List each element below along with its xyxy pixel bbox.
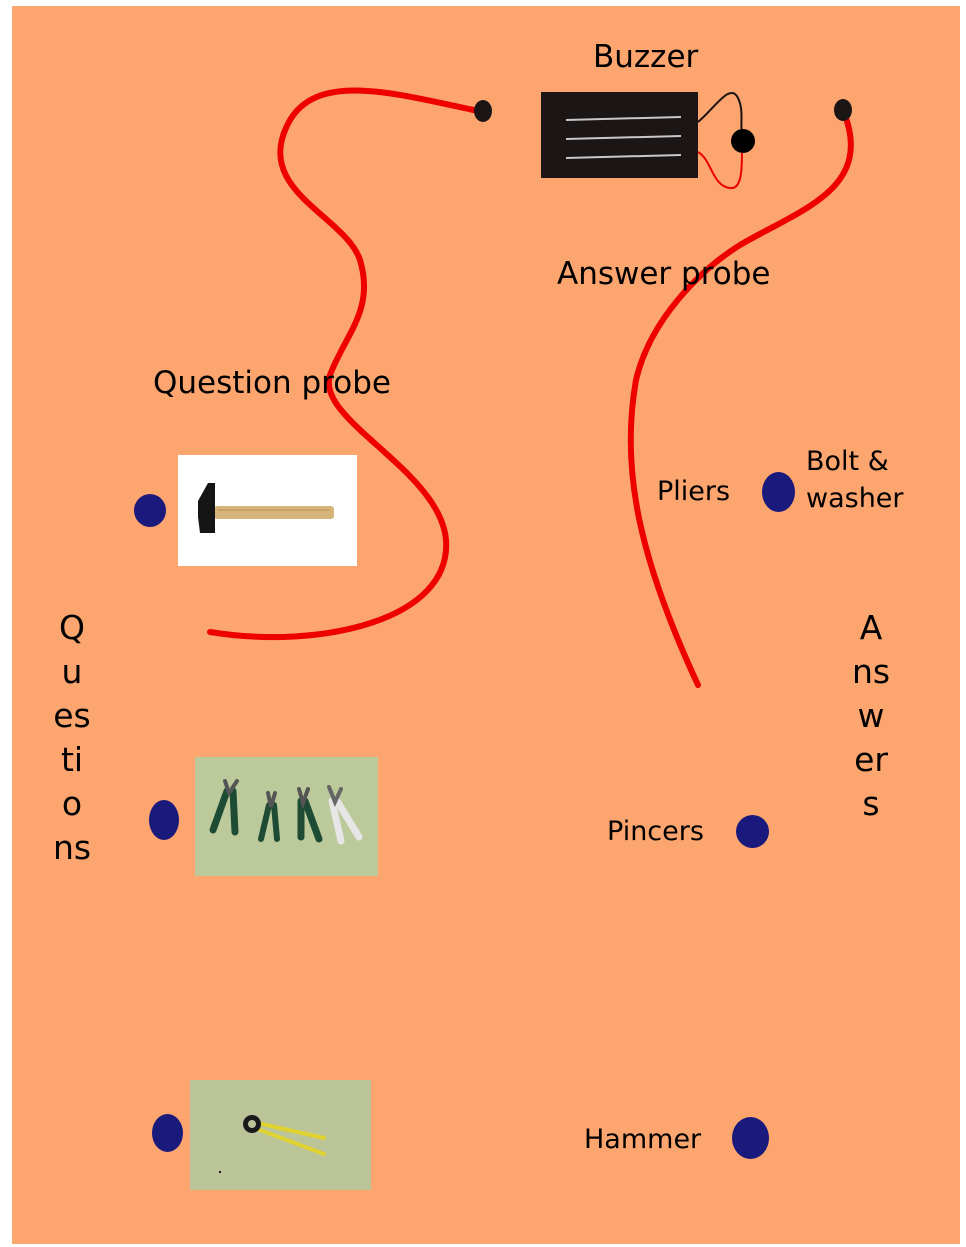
answer-contact-bolt-washer[interactable] — [762, 472, 795, 512]
buzzer-label: Buzzer — [593, 39, 699, 75]
answer-label-bolt-washer-line2: washer — [806, 483, 904, 514]
buzzer-body — [541, 92, 698, 178]
answer-probe-label: Answer probe — [557, 256, 771, 292]
answer-label-pliers: Pliers — [657, 476, 731, 507]
buzzer-black-lead — [697, 91, 743, 133]
pincers-picture — [190, 1080, 371, 1190]
answer-probe-terminal — [834, 99, 852, 121]
buzzer-red-lead — [697, 149, 743, 190]
question-contact-pliers[interactable] — [149, 800, 179, 840]
buzzer-grille-line — [565, 116, 682, 121]
answer-label-hammer: Hammer — [584, 1124, 702, 1155]
answer-label-bolt-washer-line1: Bolt & — [806, 446, 889, 477]
answer-probe-wire — [627, 115, 854, 688]
question-contact-pincers[interactable] — [152, 1114, 183, 1152]
hammer-picture — [178, 455, 357, 566]
answers-label: Answers — [851, 608, 891, 823]
answer-label-pincers: Pincers — [607, 816, 704, 847]
question-probe-terminal — [474, 100, 492, 122]
answer-contact-pincers[interactable] — [736, 815, 769, 848]
question-contact-hammer[interactable] — [134, 494, 166, 527]
answer-contact-hammer[interactable] — [732, 1117, 769, 1159]
question-probe-label: Question probe — [153, 365, 391, 401]
pliers-picture — [195, 757, 378, 876]
buzzer-grille-line — [565, 154, 682, 159]
buzzer-battery-terminal — [731, 129, 755, 153]
buzzer-grille-line — [565, 135, 682, 140]
questions-label: Questions — [52, 608, 92, 867]
question-probe-wire — [207, 87, 486, 640]
